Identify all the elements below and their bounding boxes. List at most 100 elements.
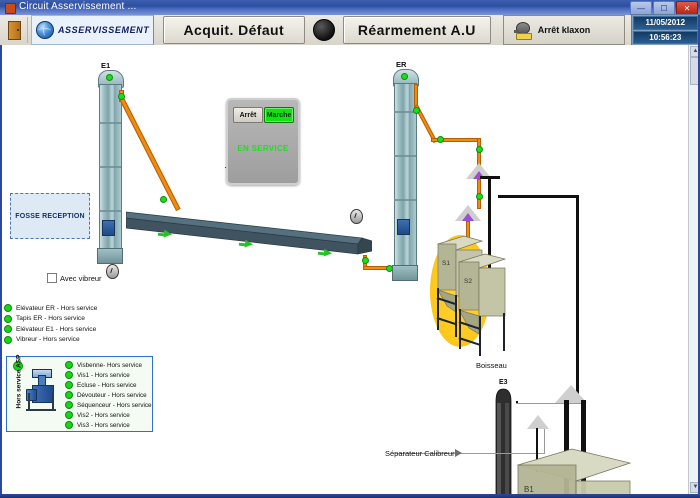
asp-item: Séquenceur - Hors service	[65, 401, 152, 409]
separateur-arrow-icon	[455, 449, 462, 457]
separateur-calibreur-label: Séparateur Calibreur	[385, 449, 455, 458]
arret-klaxon-label: Arrêt klaxon	[537, 25, 591, 35]
elevator-e1-status-led	[106, 74, 113, 81]
datetime-display: 11/05/2012 10:56:23	[630, 14, 700, 46]
elevator-e3[interactable]	[492, 387, 518, 494]
asp-item: Vis3 - Hors service	[65, 421, 152, 429]
window-titlebar: Circuit Asservissement ... — ☐ ✕	[0, 0, 700, 16]
pipe-belt-led	[362, 257, 369, 264]
app-icon	[5, 3, 16, 14]
conveyor-tapis-er[interactable]	[125, 208, 373, 260]
arret-klaxon-button[interactable]: Arrêt klaxon	[502, 15, 625, 45]
scroll-down-arrow-icon[interactable]: ▼	[690, 482, 700, 493]
silo-b1-b2[interactable]: B1 B2	[512, 445, 632, 494]
status-label: Tapis ER - Hors service	[16, 315, 85, 322]
status-row: Elévateur E1 - Hors service	[4, 325, 97, 333]
asp-item-label: Séquenceur - Hors service	[77, 401, 152, 409]
pipe-right-vertical	[576, 195, 579, 395]
status-led-icon	[4, 314, 12, 323]
status-row: Vibreur - Hors service	[4, 335, 97, 344]
fault-lamp-indicator	[313, 19, 336, 41]
asp-item-led-icon	[65, 361, 73, 369]
elevator-er[interactable]	[388, 69, 422, 284]
asp-item-label: Dévouteur - Hors service	[77, 391, 147, 399]
elevator-e1[interactable]	[93, 70, 127, 265]
silo-s2[interactable]: S2	[455, 248, 509, 348]
belt-direction-arrow-3	[323, 248, 333, 258]
pipe-valve3-down-b	[581, 400, 586, 494]
status-led-icon	[4, 304, 12, 312]
status-row: Tapis ER - Hors service	[4, 314, 97, 323]
elevator-e3-svg	[495, 388, 512, 494]
fosse-reception-box: FOSSE RECEPTION	[10, 193, 90, 239]
window-left-edge	[0, 45, 2, 498]
window-controls: — ☐ ✕	[630, 1, 698, 16]
asp-panel-items: Visbenne- Hors service Vis1 - Hors servi…	[63, 357, 154, 431]
asservissement-indicator[interactable]: ASSERVISSEMENT	[30, 15, 154, 45]
silo-s2-label: S2	[464, 278, 472, 285]
elevator-er-label: ER	[396, 60, 407, 69]
elevator-er-status-led	[401, 73, 408, 80]
rearmement-au-button[interactable]: Réarmement A.U	[343, 16, 491, 44]
panel-status-text: EN SERVICE	[237, 144, 289, 153]
silo-b1-label: B1	[524, 485, 534, 494]
status-led-icon	[4, 325, 12, 333]
diverter-valve-2-indicator	[462, 213, 474, 221]
scroll-up-arrow-icon[interactable]: ▲	[690, 46, 700, 57]
pipe-valve1-led	[476, 193, 483, 200]
date-display: 11/05/2012	[632, 16, 698, 30]
elevator-e1-shaft-back	[114, 84, 122, 256]
avec-vibreur-label: Avec vibreur	[60, 273, 102, 283]
asp-item: Ecluse - Hors service	[65, 381, 152, 389]
avec-vibreur-checkbox[interactable]: Avec vibreur	[47, 273, 102, 283]
pipe-e1-led-mid	[160, 196, 167, 203]
status-row: Elévateur ER - Hors service	[4, 304, 97, 312]
arret-button[interactable]: Arrêt	[233, 107, 263, 123]
toolbar-separator	[27, 17, 28, 43]
asp-machine-icon	[24, 369, 60, 427]
elevator-e1-label: E1	[101, 61, 111, 70]
asp-item-label: Vis3 - Hors service	[77, 421, 130, 429]
elevator-e1-motor	[102, 220, 115, 236]
pipe-er-led3	[476, 146, 483, 153]
asp-item-led-icon	[65, 381, 73, 389]
diverter-valve-3[interactable]	[555, 385, 587, 403]
status-label: Elévateur E1 - Hors service	[16, 325, 97, 333]
process-mimic-canvas: FOSSE RECEPTION Avec vibreur E1 TAPIS "E…	[0, 45, 689, 494]
belt-direction-arrow-1	[163, 229, 173, 239]
asp-item-led-icon	[65, 411, 73, 419]
asservissement-label: ASSERVISSEMENT	[57, 25, 150, 35]
asp-status-panel: Hors service ASP Visbenne- Hors service	[6, 355, 154, 432]
marche-button[interactable]: Marche	[264, 107, 294, 123]
control-panel[interactable]: Arrêt Marche EN SERVICE	[226, 98, 300, 185]
asp-item-led-icon	[65, 401, 73, 409]
klaxon-horn-icon	[513, 22, 532, 40]
elevator-e1-foot	[97, 248, 123, 264]
asp-item-label: Ecluse - Hors service	[77, 381, 137, 389]
asp-panel-left: Hors service ASP	[7, 355, 63, 431]
pipe-right-horizontal	[498, 195, 578, 198]
asp-item: Vis2 - Hors service	[65, 411, 152, 419]
exit-button[interactable]	[2, 16, 26, 44]
maximize-button[interactable]: ☐	[653, 1, 675, 16]
checkbox-input[interactable]	[47, 273, 57, 283]
vertical-scrollbar[interactable]: ▲ ▼	[688, 45, 700, 494]
status-label: Vibreur - Hors service	[16, 336, 80, 343]
elevator-er-foot	[392, 265, 418, 281]
belt-speed-sensor-icon	[350, 209, 363, 224]
silo-b1-b2-svg	[516, 448, 632, 494]
door-exit-icon	[7, 20, 21, 40]
status-label: Elévateur ER - Hors service	[16, 304, 98, 312]
window-bottom-edge	[0, 494, 700, 498]
pipe-valve4-down	[536, 428, 538, 472]
scrollbar-thumb[interactable]	[690, 57, 700, 85]
belt-direction-arrow-2	[244, 239, 254, 249]
asp-status-led-icon	[13, 361, 23, 371]
acquit-defaut-button[interactable]: Acquit. Défaut	[162, 16, 306, 44]
diverter-valve-4[interactable]	[527, 415, 549, 429]
window-right-edge	[698, 15, 700, 498]
asp-item-label: Visbenne- Hors service	[77, 361, 142, 369]
pipe-er-led2	[437, 136, 444, 143]
silo-s1-label: S1	[442, 260, 450, 267]
